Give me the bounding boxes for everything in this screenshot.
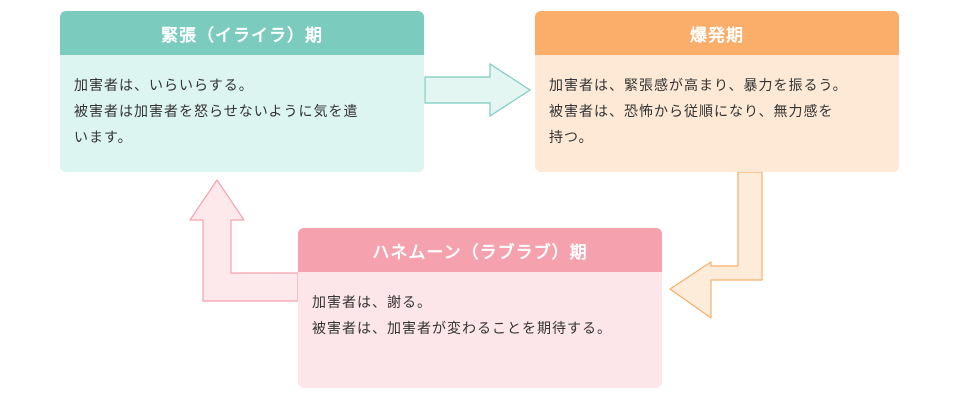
phase-tension-line: います。 [74, 130, 133, 146]
phase-honeymoon-line: 被害者は、加害者が変わることを期待する。 [312, 321, 612, 337]
phase-honeymoon-title: ハネムーン（ラブラブ）期 [298, 228, 662, 272]
phase-explosion-line: 被害者は、恐怖から従順になり、無力感を [549, 104, 834, 120]
phase-tension-line: 加害者は、いらいらする。 [74, 78, 254, 94]
arrow-tension-to-explosion [424, 62, 532, 118]
phase-explosion-line: 持つ。 [549, 130, 594, 146]
phase-explosion-box: 爆発期 加害者は、緊張感が高まり、暴力を振るう。 被害者は、恐怖から従順になり、… [535, 11, 899, 172]
phase-honeymoon-description: 加害者は、謝る。 被害者は、加害者が変わることを期待する。 [298, 272, 662, 356]
phase-tension-line: 被害者は加害者を怒らせないように気を遣 [74, 104, 359, 120]
phase-explosion-title: 爆発期 [535, 11, 899, 55]
phase-honeymoon-line: 加害者は、謝る。 [312, 295, 432, 311]
phase-explosion-line: 加害者は、緊張感が高まり、暴力を振るう。 [549, 78, 848, 94]
phase-tension-box: 緊張（イライラ）期 加害者は、いらいらする。 被害者は加害者を怒らせないように気… [60, 11, 424, 172]
arrow-honeymoon-to-tension [189, 179, 299, 302]
phase-tension-description: 加害者は、いらいらする。 被害者は加害者を怒らせないように気を遣 います。 [60, 55, 424, 165]
phase-honeymoon-box: ハネムーン（ラブラブ）期 加害者は、謝る。 被害者は、加害者が変わることを期待す… [298, 228, 662, 388]
phase-tension-title: 緊張（イライラ）期 [60, 11, 424, 55]
phase-explosion-description: 加害者は、緊張感が高まり、暴力を振るう。 被害者は、恐怖から従順になり、無力感を… [535, 55, 899, 165]
arrow-explosion-to-honeymoon [669, 171, 763, 319]
